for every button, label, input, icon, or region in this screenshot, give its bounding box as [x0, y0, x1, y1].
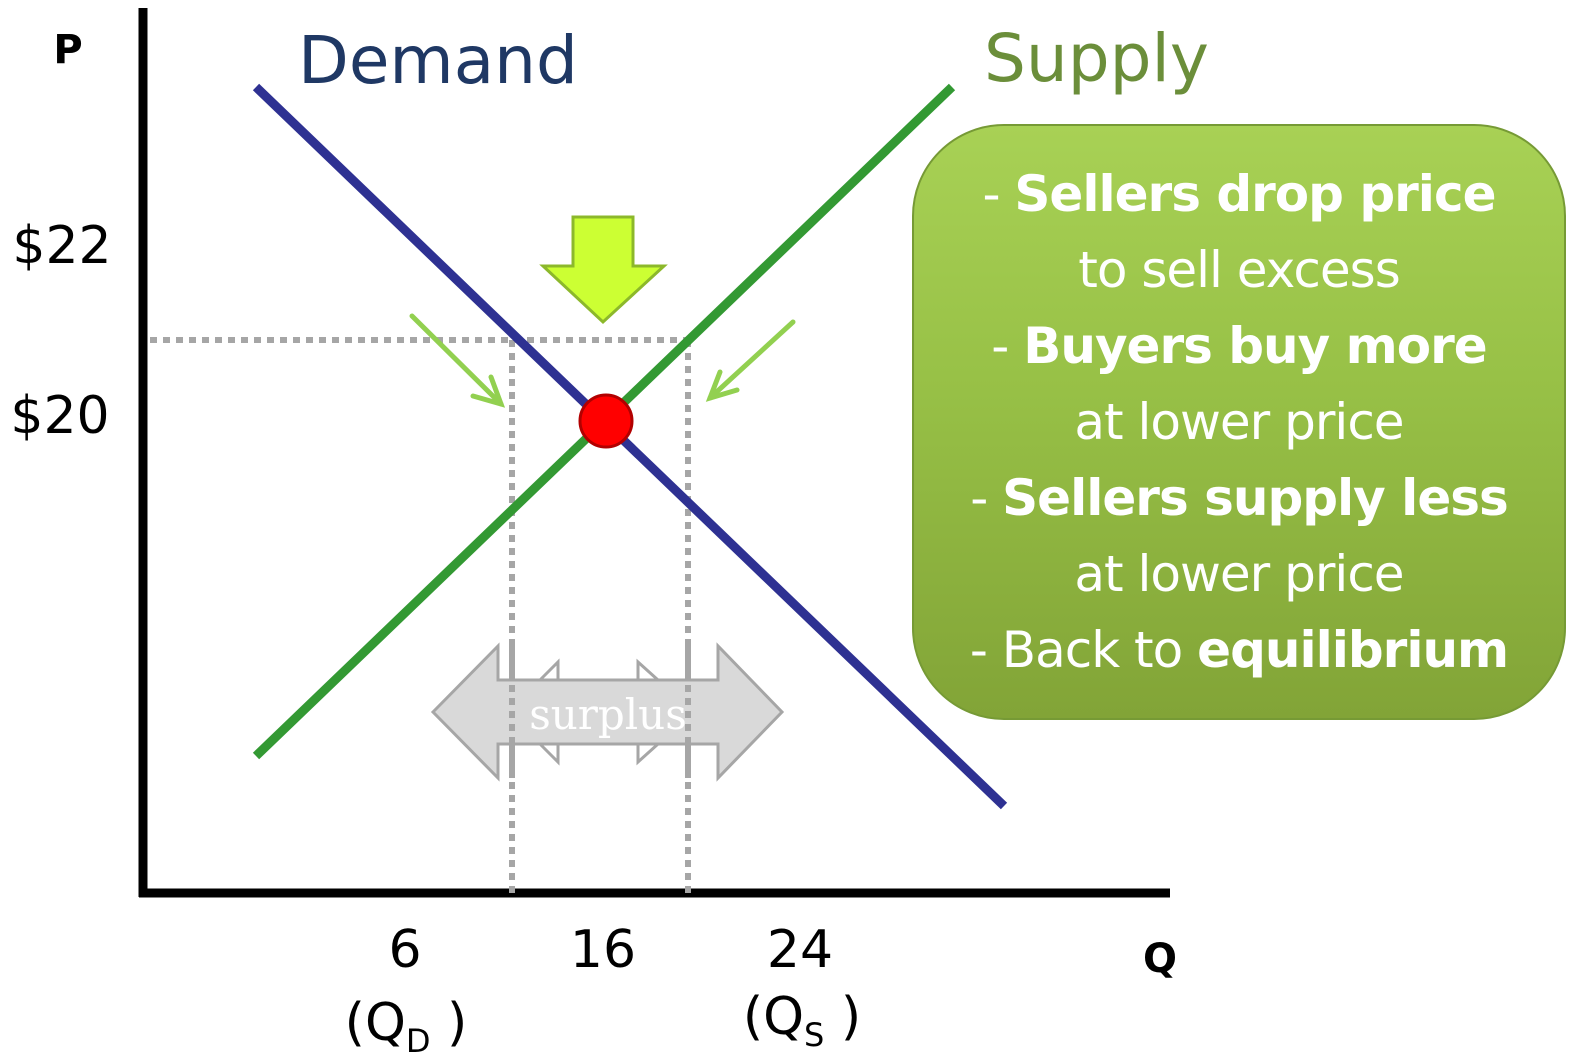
surplus-arrow: [430, 642, 785, 782]
quantity-supplied-label: (QS ): [743, 987, 861, 1054]
info-line-bold-text: equilibrium: [1197, 621, 1509, 679]
price-drop-arrow-icon: [539, 215, 668, 325]
info-line-bold-text: Sellers supply less: [1002, 469, 1509, 527]
info-line-text: -: [991, 317, 1024, 375]
y-tick-20: $20: [10, 386, 109, 446]
x-tick-24: 24: [767, 920, 833, 980]
x-tick-6: 6: [388, 920, 421, 980]
demand-curve: [252, 83, 1008, 810]
info-box-line: to sell excess: [914, 232, 1564, 308]
x-axis-label: Q: [1143, 936, 1177, 982]
surplus-label: surplus: [529, 690, 687, 739]
supply-label: Supply: [984, 20, 1209, 97]
info-line-bold-text: Buyers buy more: [1023, 317, 1487, 375]
guide-lines: [150, 337, 691, 893]
x-tick-16: 16: [570, 920, 636, 980]
info-box-line: - Sellers drop price: [914, 156, 1564, 232]
info-box-line: - Sellers supply less: [914, 460, 1564, 536]
demand-movement-arrow-icon: [409, 313, 506, 408]
quantity-demanded-label: (QD ): [345, 993, 468, 1060]
info-line-text: - Back to: [969, 621, 1198, 679]
demand-label: Demand: [298, 22, 578, 99]
movement-arrows: [409, 313, 796, 408]
info-line-text: -: [982, 165, 1015, 223]
surplus-dotted-overlay: [509, 646, 691, 778]
info-box-line: - Back to equilibrium: [914, 612, 1564, 688]
info-line-text: at lower price: [1074, 393, 1404, 451]
y-tick-22: $22: [12, 216, 111, 276]
supply-movement-arrow-icon: [705, 319, 796, 402]
info-line-text: to sell excess: [1078, 241, 1401, 299]
info-box-line: - Buyers buy more: [914, 308, 1564, 384]
info-box-line: at lower price: [914, 536, 1564, 612]
info-line-bold-text: Sellers drop price: [1014, 165, 1496, 223]
y-axis-label: P: [53, 27, 82, 73]
info-line-text: at lower price: [1074, 545, 1404, 603]
surplus-inner-arrowheads: [538, 658, 660, 766]
info-line-text: -: [970, 469, 1003, 527]
equilibrium-point: [578, 393, 634, 449]
info-box-line: at lower price: [914, 384, 1564, 460]
